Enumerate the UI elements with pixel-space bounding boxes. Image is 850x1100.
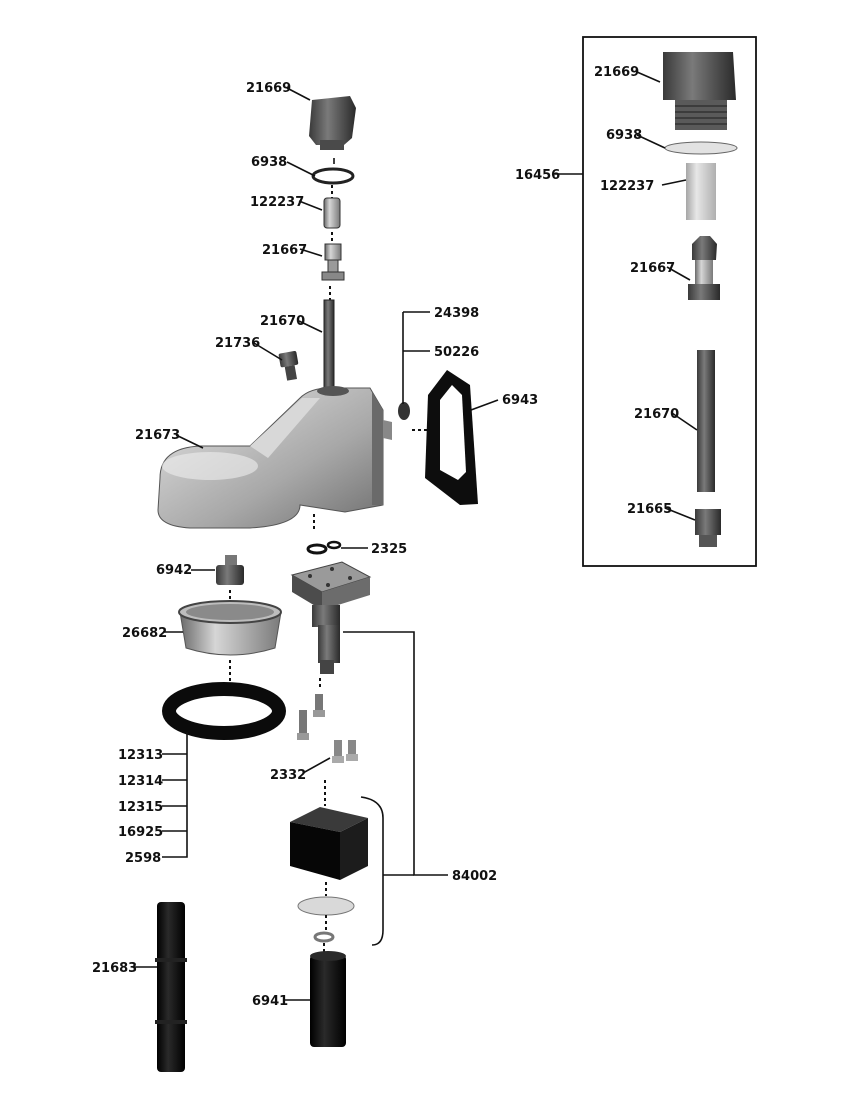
cap-part <box>309 96 356 150</box>
label-housing: 21673 <box>135 428 180 443</box>
label-rod: 21670 <box>260 314 305 329</box>
large-ring-part <box>162 682 286 740</box>
bolt-part <box>297 694 358 763</box>
label-kit-washer: 6938 <box>606 128 642 143</box>
kit-box <box>582 36 757 567</box>
leader-lines <box>133 71 698 1001</box>
label-ring-3: 12315 <box>118 800 163 815</box>
pin-part <box>323 197 341 229</box>
label-assembly: 84002 <box>452 869 497 884</box>
valve-part <box>321 243 345 281</box>
kit-nut-part <box>695 509 721 547</box>
small-washer-part <box>313 931 335 943</box>
oring-part <box>306 540 342 555</box>
rod-part <box>323 299 335 391</box>
label-disc-b: 50226 <box>434 345 479 360</box>
kit-rod-part <box>697 350 715 492</box>
label-cap: 21669 <box>246 81 291 96</box>
label-washer: 6938 <box>251 155 287 170</box>
tube-part <box>155 902 187 1072</box>
label-ring-5: 2598 <box>125 851 161 866</box>
washer-part <box>311 167 355 185</box>
label-ring-1: 12313 <box>118 748 163 763</box>
label-ring-4: 16925 <box>118 825 163 840</box>
kit-cap-part <box>663 52 736 130</box>
plug-part <box>216 555 244 585</box>
disc-part <box>398 402 410 420</box>
kit-valve-part <box>688 236 720 300</box>
label-orings: 2325 <box>371 542 407 557</box>
label-pin: 122237 <box>250 195 304 210</box>
valve-block-part <box>290 561 372 674</box>
label-valve: 21667 <box>262 243 307 258</box>
label-kit-cap: 21669 <box>594 65 639 80</box>
label-kit: 16456 <box>515 168 560 183</box>
label-plug: 6942 <box>156 563 192 578</box>
base-cylinder-part <box>310 951 346 1047</box>
screw-part <box>278 350 299 381</box>
label-cup: 26682 <box>122 626 167 641</box>
label-base: 6941 <box>252 994 288 1009</box>
label-ring-2: 12314 <box>118 774 163 789</box>
label-disc-a: 24398 <box>434 306 479 321</box>
label-kit-valve: 21667 <box>630 261 675 276</box>
label-tube: 21683 <box>92 961 137 976</box>
label-gasket: 6943 <box>502 393 538 408</box>
cup-part <box>178 600 282 656</box>
gasket-part <box>425 370 478 505</box>
label-screw: 21736 <box>215 336 260 351</box>
label-kit-nut: 21665 <box>627 502 672 517</box>
label-kit-pin: 122237 <box>600 179 654 194</box>
coil-block-part <box>290 807 368 880</box>
kit-pin-part <box>686 163 716 220</box>
kit-washer-part <box>664 141 738 155</box>
label-bolts: 2332 <box>270 768 306 783</box>
housing-part <box>157 386 392 529</box>
plate-part <box>297 896 355 916</box>
label-kit-rod: 21670 <box>634 407 679 422</box>
